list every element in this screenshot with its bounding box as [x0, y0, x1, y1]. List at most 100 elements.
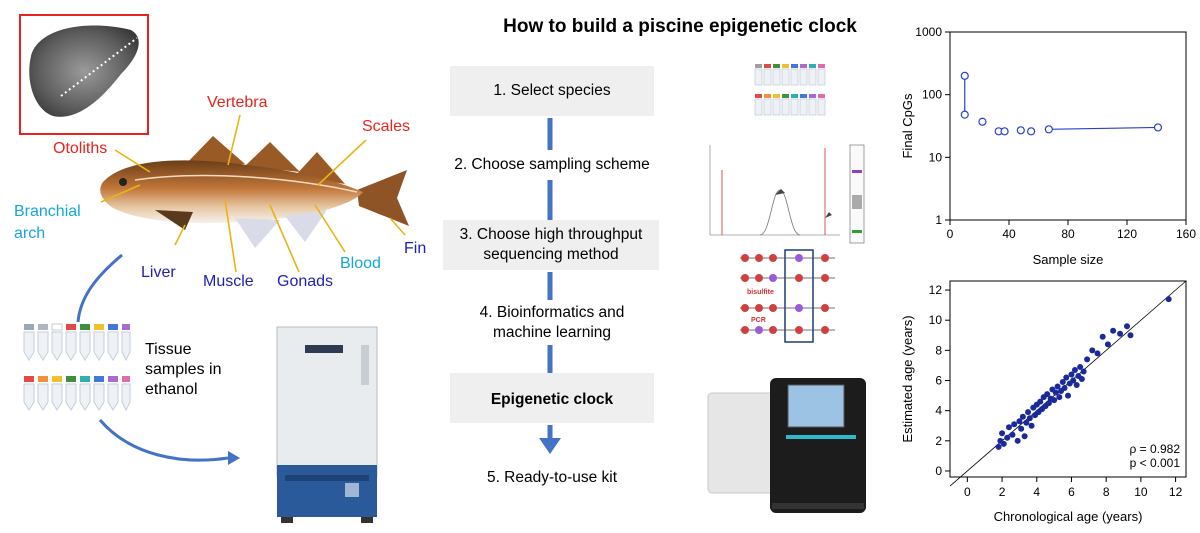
x-tick-label: 0 [964, 485, 971, 499]
data-point [1110, 327, 1117, 334]
freezer-image [276, 326, 378, 523]
y-tick-label: 2 [935, 434, 942, 448]
y-tick-label: 10 [929, 150, 943, 164]
x-tick-label: 160 [1176, 227, 1196, 241]
plot-frame [949, 280, 1187, 478]
data-point [1045, 400, 1052, 407]
y-tick-label: 8 [935, 343, 942, 357]
x-tick-label: 12 [1169, 485, 1183, 499]
data-point [1016, 126, 1025, 135]
step-epigenetic-clock-text: Epigenetic clock [490, 391, 614, 408]
step-1-text: 1. Select species [493, 82, 611, 99]
data-point [1018, 425, 1025, 432]
label-scales: Scales [362, 118, 411, 135]
data-point [1000, 127, 1009, 136]
label-blood: Blood [340, 255, 381, 272]
data-point [1080, 368, 1087, 375]
data-point [1094, 350, 1101, 357]
cod-fish-illustration [100, 136, 409, 248]
data-point [1117, 330, 1124, 337]
step-3-text: 3. Choose high throughput sequencing met… [459, 226, 643, 263]
data-point [1073, 382, 1080, 389]
plot-frame [949, 31, 1187, 221]
data-point [1104, 341, 1111, 348]
y-tick-label: 100 [922, 88, 942, 102]
label-otoliths: Otoliths [53, 140, 108, 157]
x-axis-title: Chronological age (years) [994, 509, 1143, 524]
sequencer-icon [707, 378, 866, 513]
annotation-rho: ρ = 0.982 [1129, 442, 1180, 456]
data-point [1061, 385, 1068, 392]
x-tick-label: 120 [1117, 227, 1137, 241]
y-tick-label: 1000 [915, 25, 942, 39]
data-point [1027, 127, 1036, 136]
data-point [1006, 424, 1012, 431]
x-tick-label: 6 [1068, 485, 1075, 499]
data-point [1089, 347, 1096, 354]
label-fin: Fin [404, 240, 427, 257]
electropherogram-icon [709, 144, 865, 244]
y-tick-label: 0 [935, 464, 942, 478]
y-axis-title: Final CpGs [900, 93, 915, 159]
data-point [960, 71, 969, 80]
step-box-epigenetic-clock [450, 373, 654, 423]
label-liver: Liver [141, 264, 176, 281]
step-box-select-species [450, 66, 654, 116]
data-point [1014, 437, 1021, 444]
data-point [1052, 389, 1059, 396]
data-point [1077, 363, 1084, 370]
data-point [1037, 398, 1044, 405]
y-tick-label: 1 [935, 213, 942, 227]
data-point [1078, 376, 1085, 382]
y-tick-label: 12 [929, 283, 943, 297]
label-gonads: Gonads [277, 273, 334, 290]
data-point [1019, 413, 1026, 420]
data-point [1068, 371, 1075, 378]
data-point [1065, 392, 1071, 399]
data-point [1025, 409, 1032, 416]
data-point [1000, 440, 1007, 447]
data-point [1127, 332, 1134, 339]
step-5-text: 5. Ready-to-use kit [486, 469, 618, 486]
data-point [1059, 379, 1066, 386]
bisulfite-label: bisulfite [747, 289, 774, 296]
data-point [1070, 377, 1077, 384]
data-point [1023, 419, 1030, 426]
data-point [1153, 123, 1163, 132]
x-tick-label: 0 [947, 227, 954, 241]
bisulfite-pcr-icon: bisulfite PCR [740, 249, 835, 343]
data-point [960, 110, 969, 119]
data-point [995, 443, 1002, 450]
y-tick-label: 6 [935, 374, 942, 388]
y-axis-title: Estimated age (years) [900, 315, 915, 442]
data-point [1044, 391, 1051, 398]
data-point [1054, 383, 1061, 390]
otolith-image [29, 25, 139, 117]
x-tick-label: 40 [1002, 227, 1016, 241]
data-point [1165, 296, 1172, 303]
data-point [1063, 374, 1070, 381]
pcr-label: PCR [751, 317, 766, 324]
data-point [1056, 394, 1063, 401]
data-point [1028, 422, 1035, 429]
step-2-text: 2. Choose sampling scheme [454, 156, 650, 173]
step-box-sequencing-method [443, 220, 659, 270]
data-point [1016, 418, 1023, 425]
data-point [1124, 323, 1130, 330]
species-tubes-icon [754, 64, 826, 116]
data-point [978, 117, 987, 126]
tissue-samples-text: Tissue samples in ethanol [145, 341, 222, 398]
y-tick-label: 4 [935, 404, 942, 418]
label-vertebra: Vertebra [207, 94, 268, 111]
data-point [1084, 356, 1091, 363]
data-point [1021, 433, 1028, 440]
label-branchial-arch: Branchial arch [14, 203, 81, 242]
x-tick-label: 80 [1061, 227, 1075, 241]
data-point [1051, 397, 1058, 404]
x-tick-label: 8 [1103, 485, 1110, 499]
x-tick-label: 10 [1134, 485, 1148, 499]
